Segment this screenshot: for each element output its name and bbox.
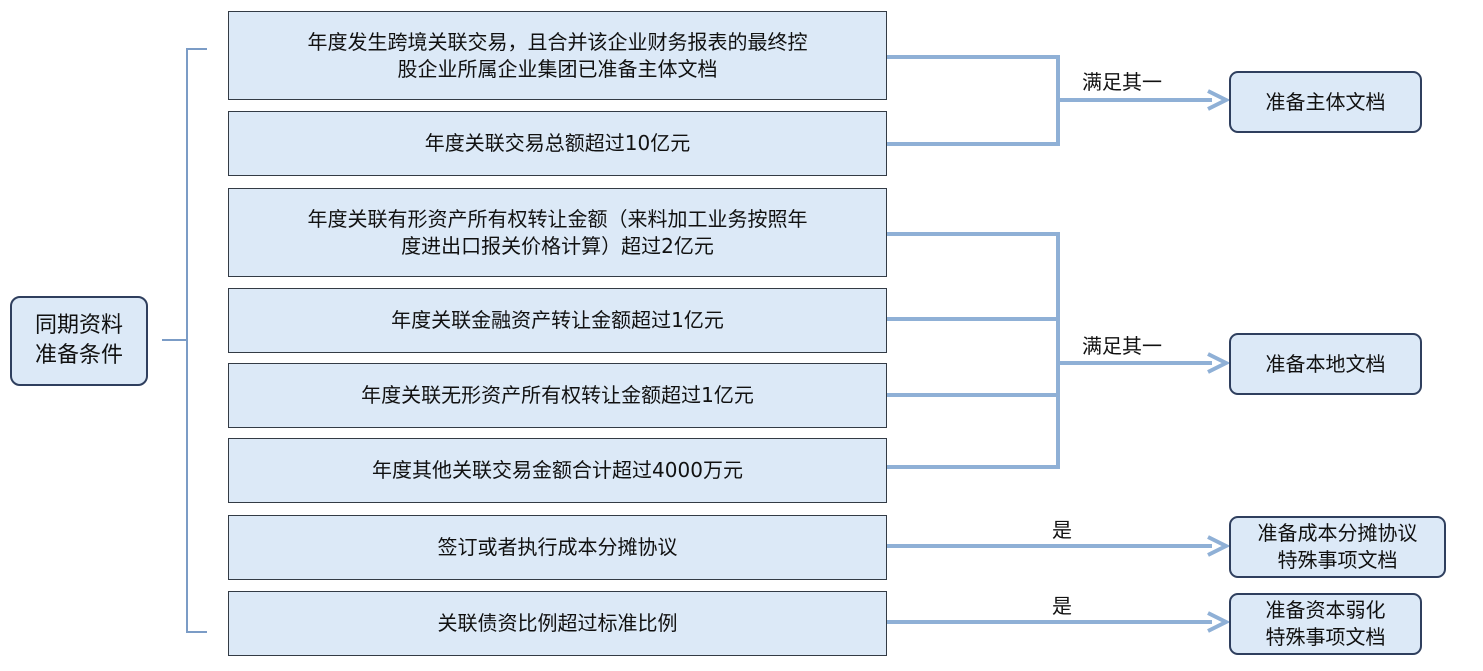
condition-box-3: 年度关联有形资产所有权转让金额（来料加工业务按照年 度进出口报关价格计算）超过2…: [228, 188, 887, 277]
condition-box-7: 签订或者执行成本分摊协议: [228, 515, 887, 580]
result-master-file: 准备主体文档: [1229, 71, 1422, 133]
connector-master: [887, 55, 1212, 146]
arrowhead-thin-cap: [1207, 611, 1231, 633]
arrowhead-local: [1207, 352, 1231, 374]
label-cost-sharing: 是: [1052, 518, 1072, 542]
connector-local: [887, 232, 1212, 469]
root-node: 同期资料 准备条件: [10, 296, 148, 386]
label-thin-cap: 是: [1052, 594, 1072, 618]
condition-box-5: 年度关联无形资产所有权转让金额超过1亿元: [228, 363, 887, 428]
label-local: 满足其一: [1082, 334, 1162, 358]
arrowhead-master: [1207, 89, 1231, 111]
label-master: 满足其一: [1082, 70, 1162, 94]
condition-box-6: 年度其他关联交易金额合计超过4000万元: [228, 438, 887, 503]
arrowhead-cost-sharing: [1207, 535, 1231, 557]
condition-box-4: 年度关联金融资产转让金额超过1亿元: [228, 288, 887, 353]
left-brace: [162, 48, 207, 633]
condition-box-8: 关联债资比例超过标准比例: [228, 591, 887, 656]
result-cost-sharing-file: 准备成本分摊协议 特殊事项文档: [1229, 516, 1446, 578]
condition-box-1: 年度发生跨境关联交易，且合并该企业财务报表的最终控 股企业所属企业集团已准备主体…: [228, 11, 887, 100]
result-thin-cap-file: 准备资本弱化 特殊事项文档: [1229, 593, 1422, 655]
result-local-file: 准备本地文档: [1229, 333, 1422, 395]
condition-box-2: 年度关联交易总额超过10亿元: [228, 111, 887, 176]
